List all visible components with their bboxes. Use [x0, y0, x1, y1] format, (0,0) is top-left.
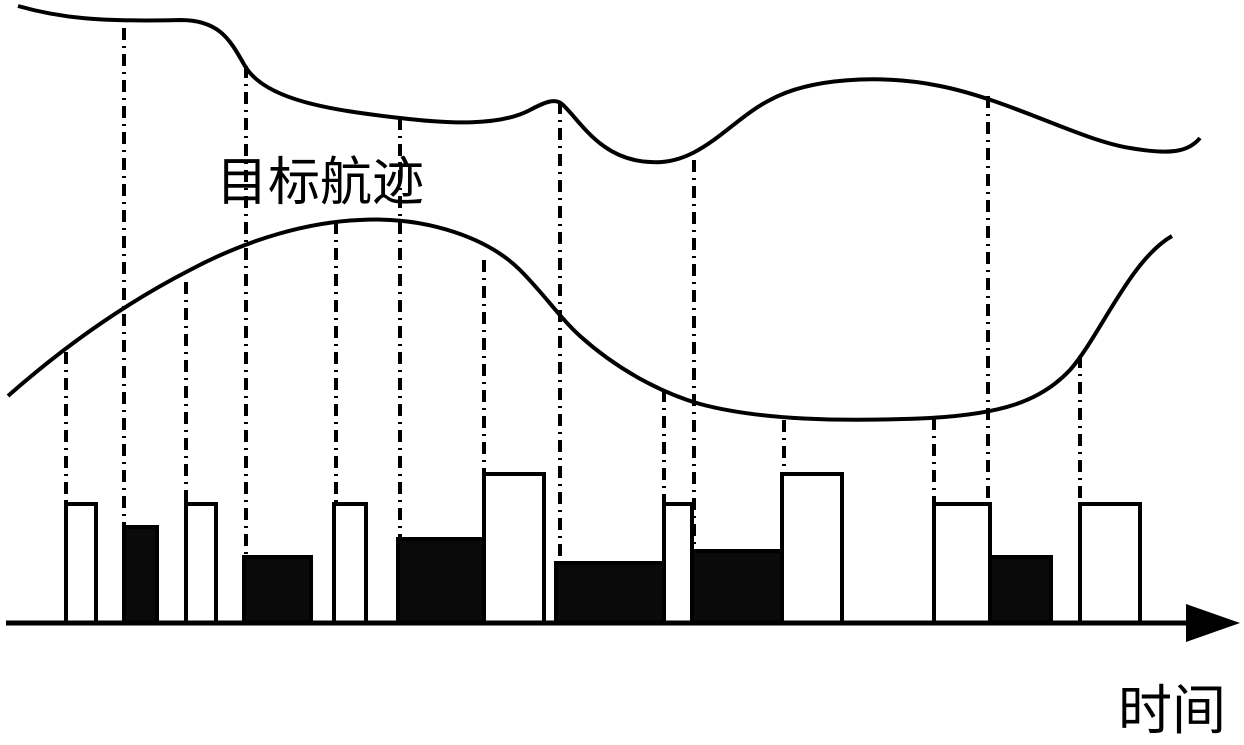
projection-lines: [64, 28, 1082, 563]
open-pulse-8: [1078, 502, 1142, 625]
solid-pulse-4: [554, 561, 666, 625]
solid-pulse-1: [122, 525, 159, 625]
time-axis-label: 时间: [1118, 679, 1226, 742]
solid-pulse-2: [242, 555, 313, 625]
solid-pulse-5: [690, 549, 784, 625]
lower-target-track: [6, 217, 1173, 422]
upper-target-track: [17, 4, 1202, 165]
open-pulse-6: [780, 472, 844, 625]
open-pulse-5: [662, 502, 694, 625]
target-track-label: 目标航迹: [216, 153, 425, 213]
open-pulse-3: [332, 502, 368, 625]
open-pulse-4: [482, 472, 546, 625]
pulse-blocks: [64, 472, 1142, 625]
open-pulse-7: [932, 502, 992, 625]
time-axis-arrow-icon: [1186, 604, 1240, 642]
solid-pulse-3: [396, 537, 486, 625]
open-pulse-1: [64, 502, 98, 625]
solid-pulse-6: [988, 555, 1053, 625]
open-pulse-2: [184, 502, 218, 625]
